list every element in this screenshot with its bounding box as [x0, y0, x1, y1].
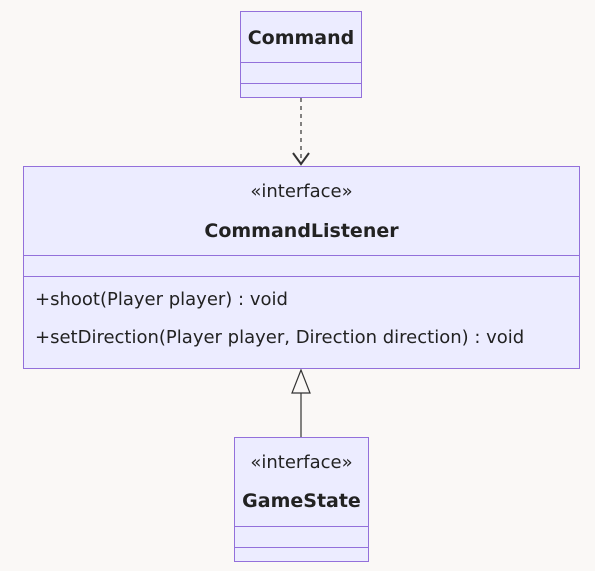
realization-edge-gamestate-to-commandlistener	[291, 368, 311, 437]
stereotype-label: «interface»	[250, 181, 353, 202]
attributes-section	[235, 526, 368, 547]
attributes-section	[24, 255, 579, 276]
class-name: CommandListener	[204, 220, 399, 242]
class-command[interactable]: Command	[240, 11, 362, 98]
attributes-section	[241, 62, 361, 83]
methods-section	[235, 547, 368, 561]
class-commandlistener[interactable]: «interface» CommandListener +shoot(Playe…	[23, 166, 580, 369]
hollow-triangle-icon	[291, 368, 311, 394]
class-name: Command	[247, 27, 355, 49]
methods-section: +shoot(Player player) : void +setDirecti…	[24, 276, 579, 350]
method-shoot: +shoot(Player player) : void	[35, 289, 288, 310]
method-setdirection: +setDirection(Player player, Direction d…	[35, 327, 525, 348]
class-name: GameState	[242, 490, 361, 512]
dependency-edge-command-to-commandlistener	[292, 98, 310, 166]
methods-section	[241, 83, 361, 97]
stereotype-label: «interface»	[250, 452, 353, 473]
open-arrowhead-icon	[292, 152, 310, 166]
class-gamestate[interactable]: «interface» GameState	[234, 437, 369, 562]
